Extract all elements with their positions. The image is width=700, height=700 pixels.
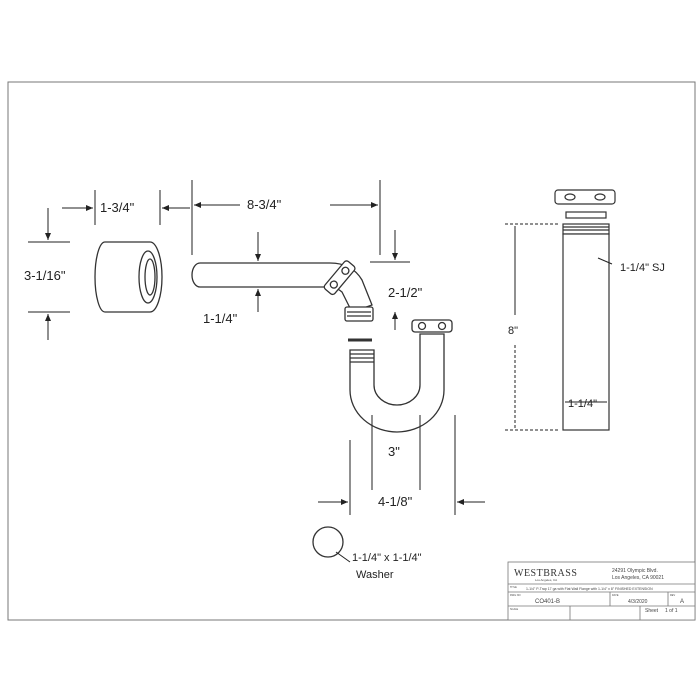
brand-sub: Los Angeles, CA xyxy=(535,578,557,582)
washer-size-label: 1-1/4" x 1-1/4" xyxy=(352,552,422,564)
rev-label: REV xyxy=(670,594,675,597)
revision: A xyxy=(680,599,684,605)
j-bend xyxy=(348,319,453,433)
sheet-label: Sheet xyxy=(645,608,659,614)
washer-label: Washer xyxy=(356,569,394,581)
drawing-no-label: DWG NO xyxy=(510,594,521,597)
extension-joint-label: 1-1/4" SJ xyxy=(620,262,665,274)
trap-inner-label: 3" xyxy=(388,444,400,459)
brand-logo: WESTBRASS xyxy=(514,568,577,579)
extension-diameter-label: 1-1/4" xyxy=(568,398,597,410)
address-line2: Los Angeles, CA 90021 xyxy=(612,575,664,581)
flange-height-label: 3-1/16" xyxy=(24,268,66,283)
date-label: DATE xyxy=(612,594,619,597)
arm-length-label: 8-3/4" xyxy=(247,197,282,212)
flange-dimensions xyxy=(28,190,190,340)
scale-label: SCALE xyxy=(510,608,519,611)
extension-length-label: 8" xyxy=(508,325,518,337)
drawing-date: 4/3/2020 xyxy=(628,599,648,605)
trap-dimensions xyxy=(318,415,485,515)
trap-arm xyxy=(191,260,374,322)
trap-outer-label: 4-1/8" xyxy=(378,494,413,509)
arm-diameter-label: 1-1/4" xyxy=(203,311,238,326)
address-line1: 24291 Olympic Blvd. xyxy=(612,568,658,574)
extension-dimensions xyxy=(505,223,613,431)
extension-tube xyxy=(554,189,616,431)
flange-width-label: 1-3/4" xyxy=(100,200,135,215)
elbow-drop-label: 2-1/2" xyxy=(388,285,423,300)
washer xyxy=(312,526,351,563)
arm-dimensions xyxy=(191,180,410,330)
wall-flange xyxy=(94,241,163,313)
drawing-title: 1-1/4" P-Trap 17 ga with Flat Wall Flang… xyxy=(526,587,653,591)
sheet-number: 1 of 1 xyxy=(665,608,678,614)
drawing-frame xyxy=(7,81,696,621)
drawing-number: CO401-B xyxy=(535,599,560,605)
title-block xyxy=(507,561,696,621)
title-label: TITLE xyxy=(510,586,517,589)
